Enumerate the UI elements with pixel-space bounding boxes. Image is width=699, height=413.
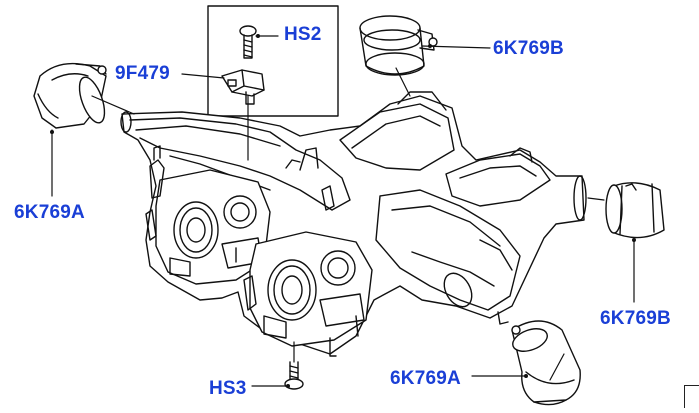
leader-dots [50, 34, 636, 388]
hose-6k769a-left-shape [33, 62, 107, 129]
hs2-screw [239, 25, 257, 59]
throttle-body-left [145, 159, 271, 285]
intake-manifold-assembly [120, 91, 587, 357]
callout-6k769b-top: 6K769B [493, 38, 564, 59]
throttle-body-right [243, 231, 373, 347]
callout-6k769b-right: 6K769B [600, 308, 671, 329]
hose-6k769b-top-shape [359, 15, 438, 76]
callout-6k769a-left: 6K769A [14, 202, 85, 223]
callout-hs2: HS2 [284, 24, 322, 45]
hose-6k769a-bottom-shape [511, 320, 581, 406]
sensor-9f479 [221, 69, 265, 105]
leader-lines [51, 35, 635, 387]
sensor-inset-box [207, 5, 339, 117]
callout-6k769a-bottom: 6K769A [390, 368, 461, 389]
corner-frame [684, 385, 699, 408]
hose-6k769b-right-shape [605, 182, 665, 239]
callout-hs3: HS3 [209, 378, 247, 399]
callout-9f479: 9F479 [115, 63, 170, 84]
